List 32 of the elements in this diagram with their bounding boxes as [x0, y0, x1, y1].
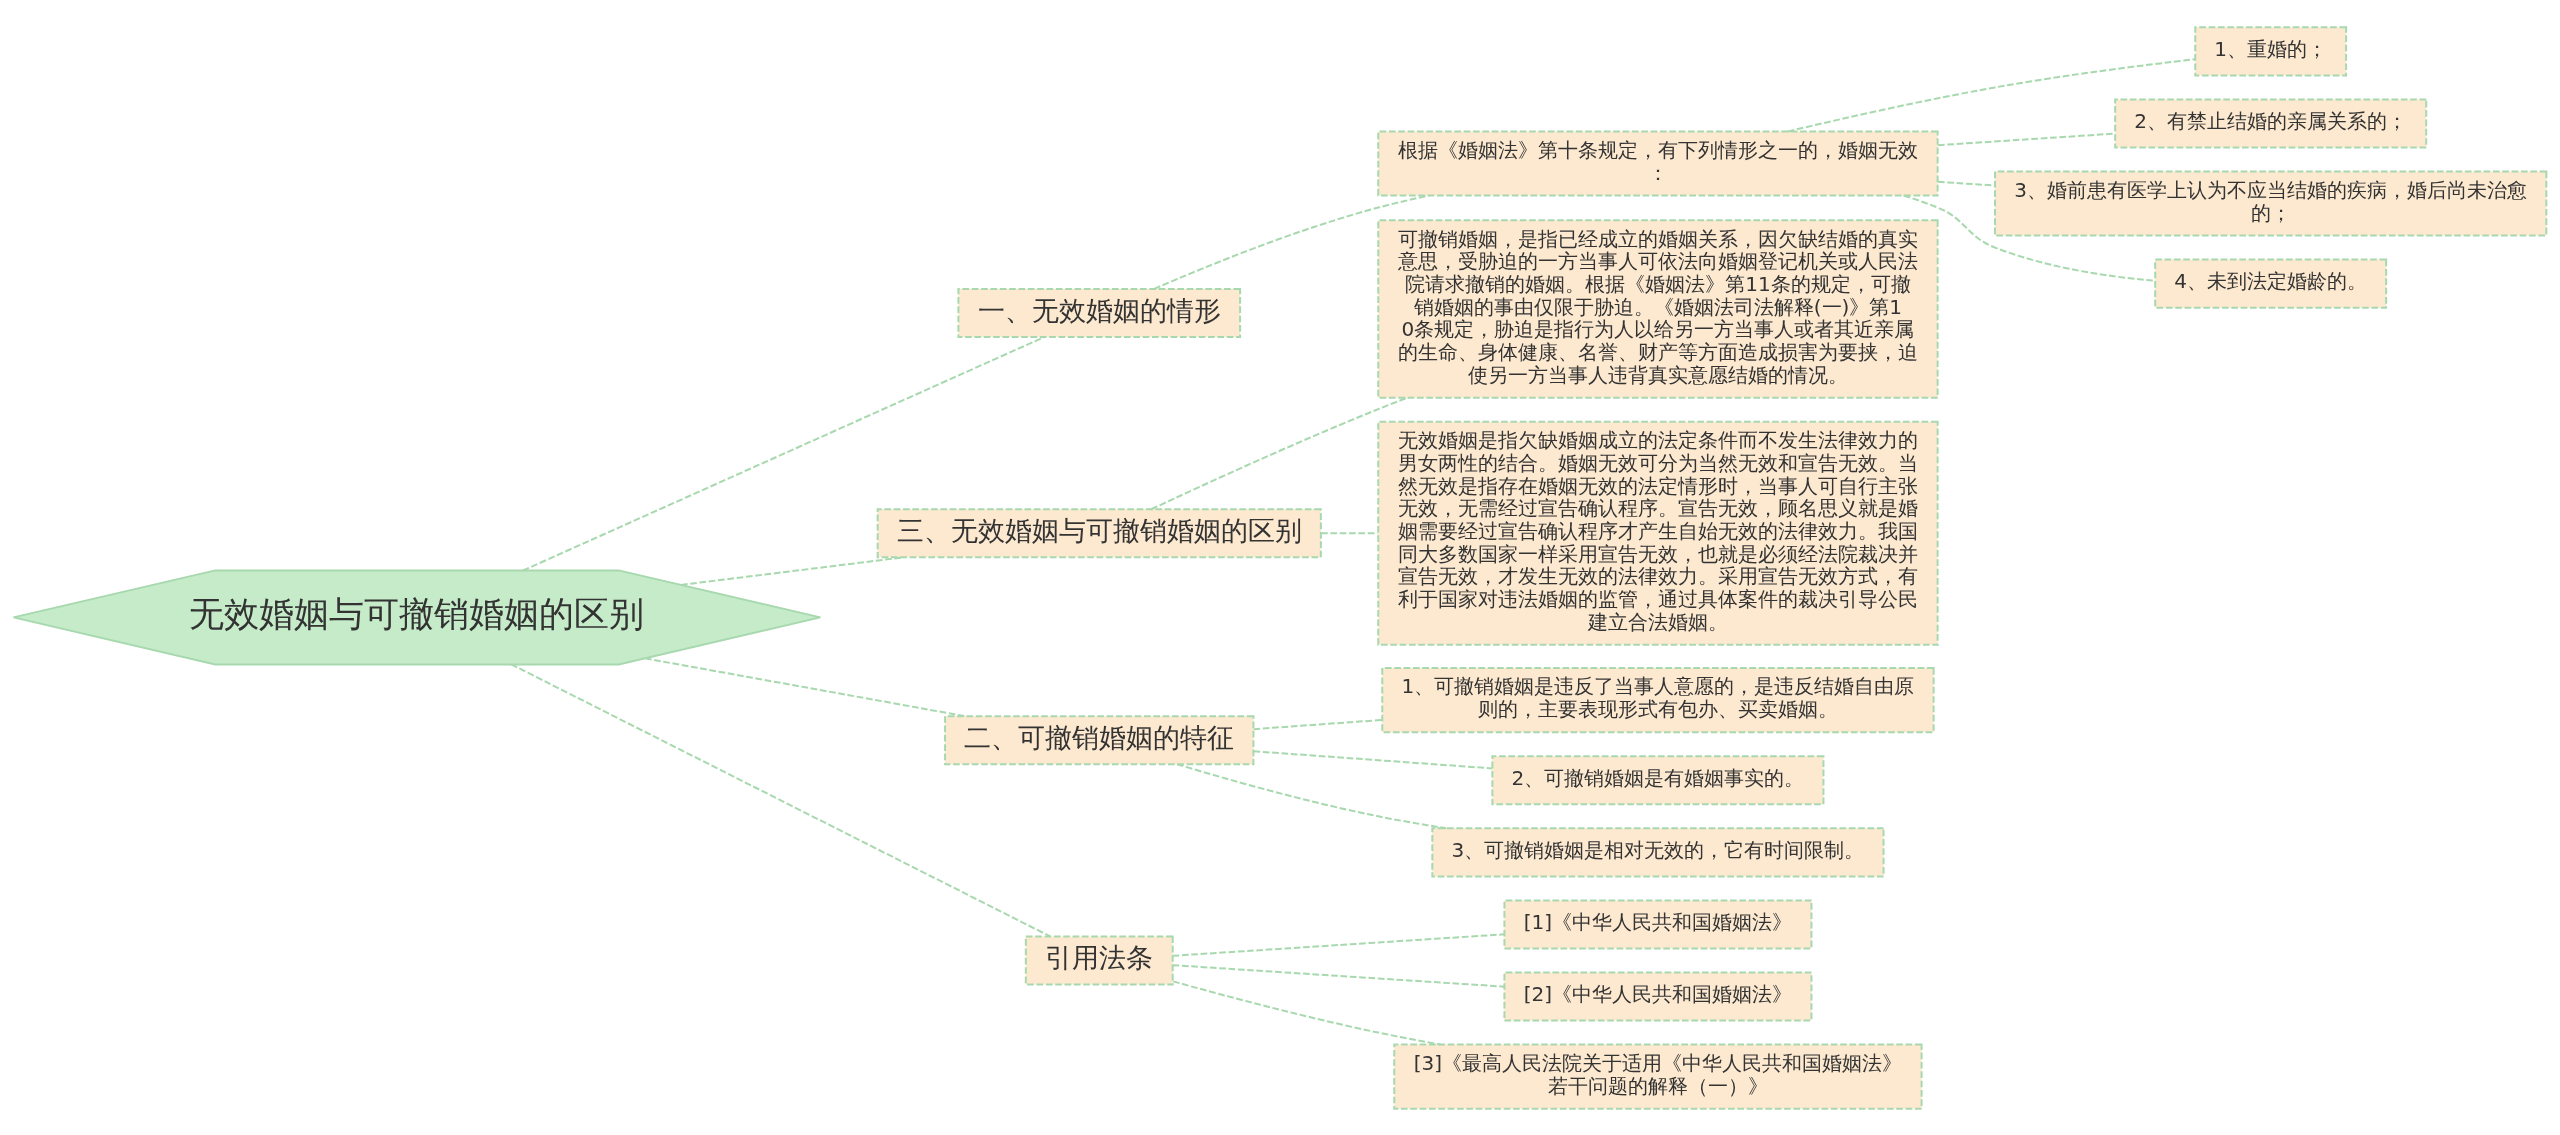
connector	[644, 656, 966, 717]
connector	[1171, 963, 1506, 988]
node-box: [3]《最高人民法院关于适用《中华人民共和国婚姻法》若干问题的解释（一）》	[1393, 1043, 1923, 1110]
node-box: 2、有禁止结婚的亲属关系的；	[2114, 97, 2428, 148]
connector	[1172, 979, 1442, 1046]
connector	[1171, 932, 1506, 957]
connector	[1786, 57, 2197, 132]
connector	[1320, 531, 1379, 534]
connector	[1902, 194, 2156, 282]
node-box: 三、无效婚姻与可撤销婚姻的区别	[876, 507, 1322, 558]
connector	[522, 335, 1046, 571]
connector	[1252, 718, 1383, 730]
connector	[1176, 762, 1448, 829]
connector	[1936, 180, 1996, 186]
node-box: 二、可撤销婚姻的特征	[944, 714, 1255, 765]
node-box: 4、未到法定婚龄的。	[2154, 258, 2388, 309]
connector	[1150, 396, 1408, 510]
node-box: 引用法条	[1024, 934, 1174, 985]
node-box: 一、无效婚姻的情形	[957, 287, 1242, 338]
connector	[1153, 194, 1431, 290]
node-box: 1、重婚的；	[2194, 25, 2348, 76]
node-box: 3、可撤销婚姻是相对无效的，它有时间限制。	[1431, 826, 1885, 877]
node-box: [2]《中华人民共和国婚姻法》	[1503, 971, 1813, 1022]
node-box: 可撤销婚姻，是指已经成立的婚姻关系，因欠缺结婚的真实意思，受胁迫的一方当事人可依法向婚姻登记机关或人民法院请求撤销的婚姻。根据《婚姻法》第11条的规定，可撤销婚姻的事由仅限于胁迫。《婚姻法司法解释(一)》第10条规定，胁迫是指行为人以给另一方当事人或者其近亲属的生命、身体健康、名誉、财产等方面造成损害为要挟，迫使另一方当事人违背真实意愿结婚的情况。	[1377, 218, 1939, 399]
node-box: 无效婚姻是指欠缺婚姻成立的法定条件而不发生法律效力的男女两性的结合。婚姻无效可分为当然无效和宣告无效。当然无效是指存在婚姻无效的法定情形时，当事人可自行主张无效，无需经过宣告确认程序。宣告无效，顾名思义就是婚姻需要经过宣告确认程序才产生自始无效的法律效力。我国同大多数国家一样采用宣告无效，也就是必须经法院裁决并宣告无效，才发生无效的法律效力。采用宣告无效方式，有利于国家对违法婚姻的监管，通过具体案件的裁决引导公民建立合法婚姻。	[1377, 420, 1939, 646]
node-box: 3、婚前患有医学上认为不应当结婚的疾病，婚后尚未治愈的；	[1994, 170, 2548, 237]
connector	[1252, 749, 1494, 769]
node-box: 2、可撤销婚姻是有婚姻事实的。	[1491, 754, 1825, 805]
node-box: 根据《婚姻法》第十条规定，有下列情形之一的，婚姻无效：	[1377, 129, 1939, 197]
node-box: 1、可撤销婚姻是违反了当事人意愿的，是违反结婚自由原则的，主要表现形式有包办、买卖婚姻。	[1381, 666, 1935, 733]
node-box: [1]《中华人民共和国婚姻法》	[1503, 898, 1813, 949]
connector	[510, 662, 1052, 937]
